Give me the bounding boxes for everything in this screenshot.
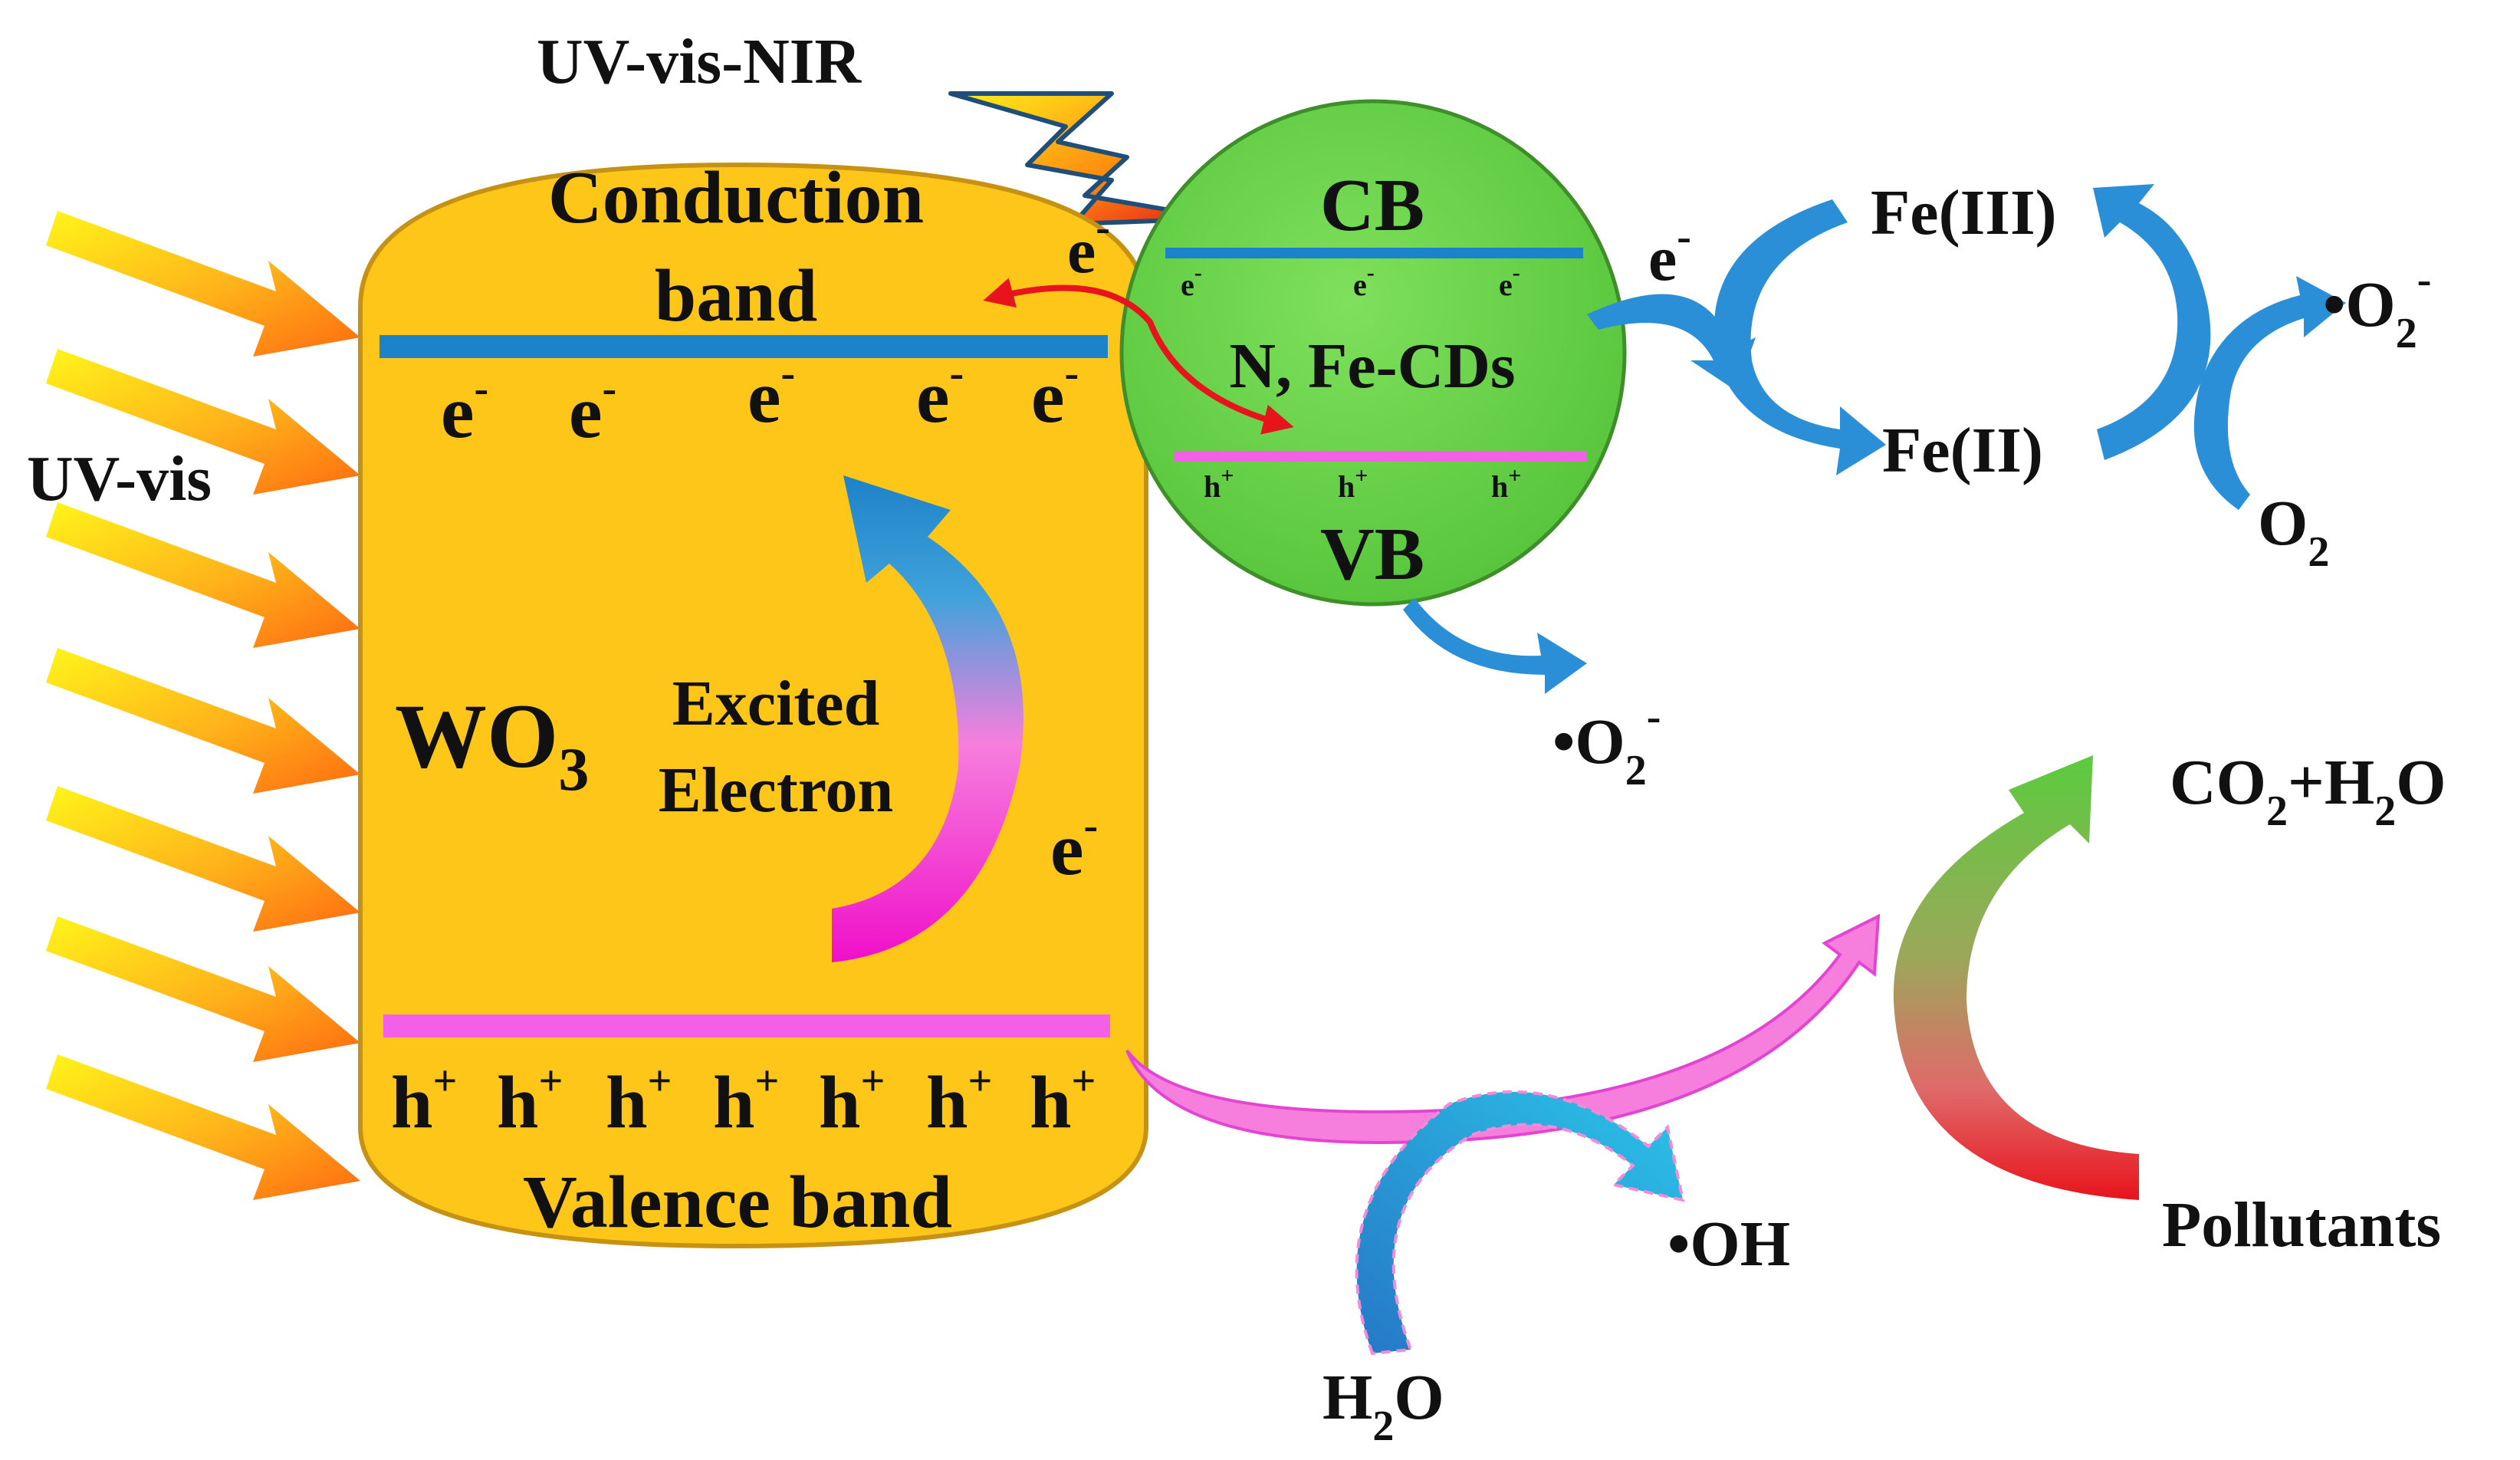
- fe3-to-fe2-arrow: [1713, 199, 1886, 475]
- light-arrow: [46, 1054, 360, 1200]
- uv-vis-light-arrows: [46, 211, 360, 1200]
- excited-electron-label: Electron: [659, 755, 893, 826]
- hole: h+: [391, 1057, 457, 1144]
- electron: e-: [441, 365, 488, 454]
- excited-electron-symbol: e-: [1050, 802, 1098, 891]
- excited-electron-arrow: [832, 475, 1023, 962]
- cds-cb-label: CB: [1320, 164, 1424, 247]
- cds-vb-label: VB: [1320, 513, 1424, 596]
- hole: h+: [1338, 463, 1368, 504]
- holes-transfer-arrow: [1125, 913, 1881, 1145]
- co2-h2o-label: CO2+H2O: [2170, 747, 2446, 835]
- water-label: H2O: [1322, 1362, 1444, 1450]
- light-arrow: [46, 349, 360, 495]
- wo3-transferred-electron: e-: [1067, 204, 1110, 287]
- hydroxyl-label: •OH: [1667, 1208, 1790, 1280]
- hole: h+: [497, 1057, 563, 1144]
- hole: h+: [1491, 463, 1521, 504]
- electron-to-fe3-arrow: [1587, 294, 1756, 391]
- electron: e-: [916, 350, 964, 439]
- uv-vis-label: UV-vis: [27, 443, 212, 515]
- electron: e-: [569, 365, 616, 454]
- pollutants-label: Pollutants: [2162, 1189, 2441, 1261]
- cds-superoxide-label: •O2-: [1552, 693, 1661, 794]
- fe-cycle-superoxide-label: •O2-: [2323, 256, 2431, 357]
- hole: h+: [713, 1057, 779, 1144]
- wo3-conduction-band-label: band: [655, 255, 818, 337]
- light-arrow: [46, 786, 360, 932]
- o2-to-superoxide-arrow: [2193, 276, 2346, 510]
- hole: h+: [1204, 463, 1234, 504]
- pollutant-degradation-arrow: [1893, 755, 2139, 1200]
- hole: h+: [606, 1057, 672, 1144]
- fe2-to-fe3-arrow: [2093, 184, 2211, 460]
- hole: h+: [819, 1057, 885, 1144]
- light-arrow: [46, 648, 360, 794]
- fe3-label: Fe(III): [1871, 177, 2057, 248]
- excited-electron-label: Excited: [672, 668, 880, 739]
- wo3-valence-holes: h+ h+ h+ h+ h+ h+ h+: [391, 1057, 1096, 1144]
- water-to-hydroxyl-arrow: [1355, 1090, 1685, 1356]
- electron: e-: [1353, 260, 1375, 302]
- wo3-semiconductor-body: [358, 162, 1148, 1249]
- hole: h+: [1030, 1057, 1096, 1144]
- cds-valence-holes: h+ h+ h+: [1204, 463, 1521, 504]
- light-arrow: [46, 916, 360, 1062]
- o2-label: O2: [2258, 488, 2329, 576]
- fe2-label: Fe(II): [1882, 415, 2043, 486]
- wo3-valence-band-label: Valence band: [523, 1161, 952, 1244]
- wo3-conduction-band-label: Conduction: [548, 156, 924, 239]
- cds-to-superoxide-arrow: [1403, 598, 1587, 694]
- charge-transfer-arrow: [983, 278, 1294, 435]
- light-arrow: [46, 502, 360, 648]
- light-arrow: [46, 211, 360, 357]
- hole: h+: [926, 1057, 992, 1144]
- cds-material-label: N, Fe-CDs: [1229, 330, 1515, 402]
- wo3-material-label: WO3: [395, 685, 589, 804]
- electron: e-: [747, 350, 795, 439]
- cds-electron-out: e-: [1648, 213, 1691, 294]
- electron: e-: [1499, 260, 1520, 302]
- uv-vis-nir-label: UV-vis-NIR: [537, 26, 862, 97]
